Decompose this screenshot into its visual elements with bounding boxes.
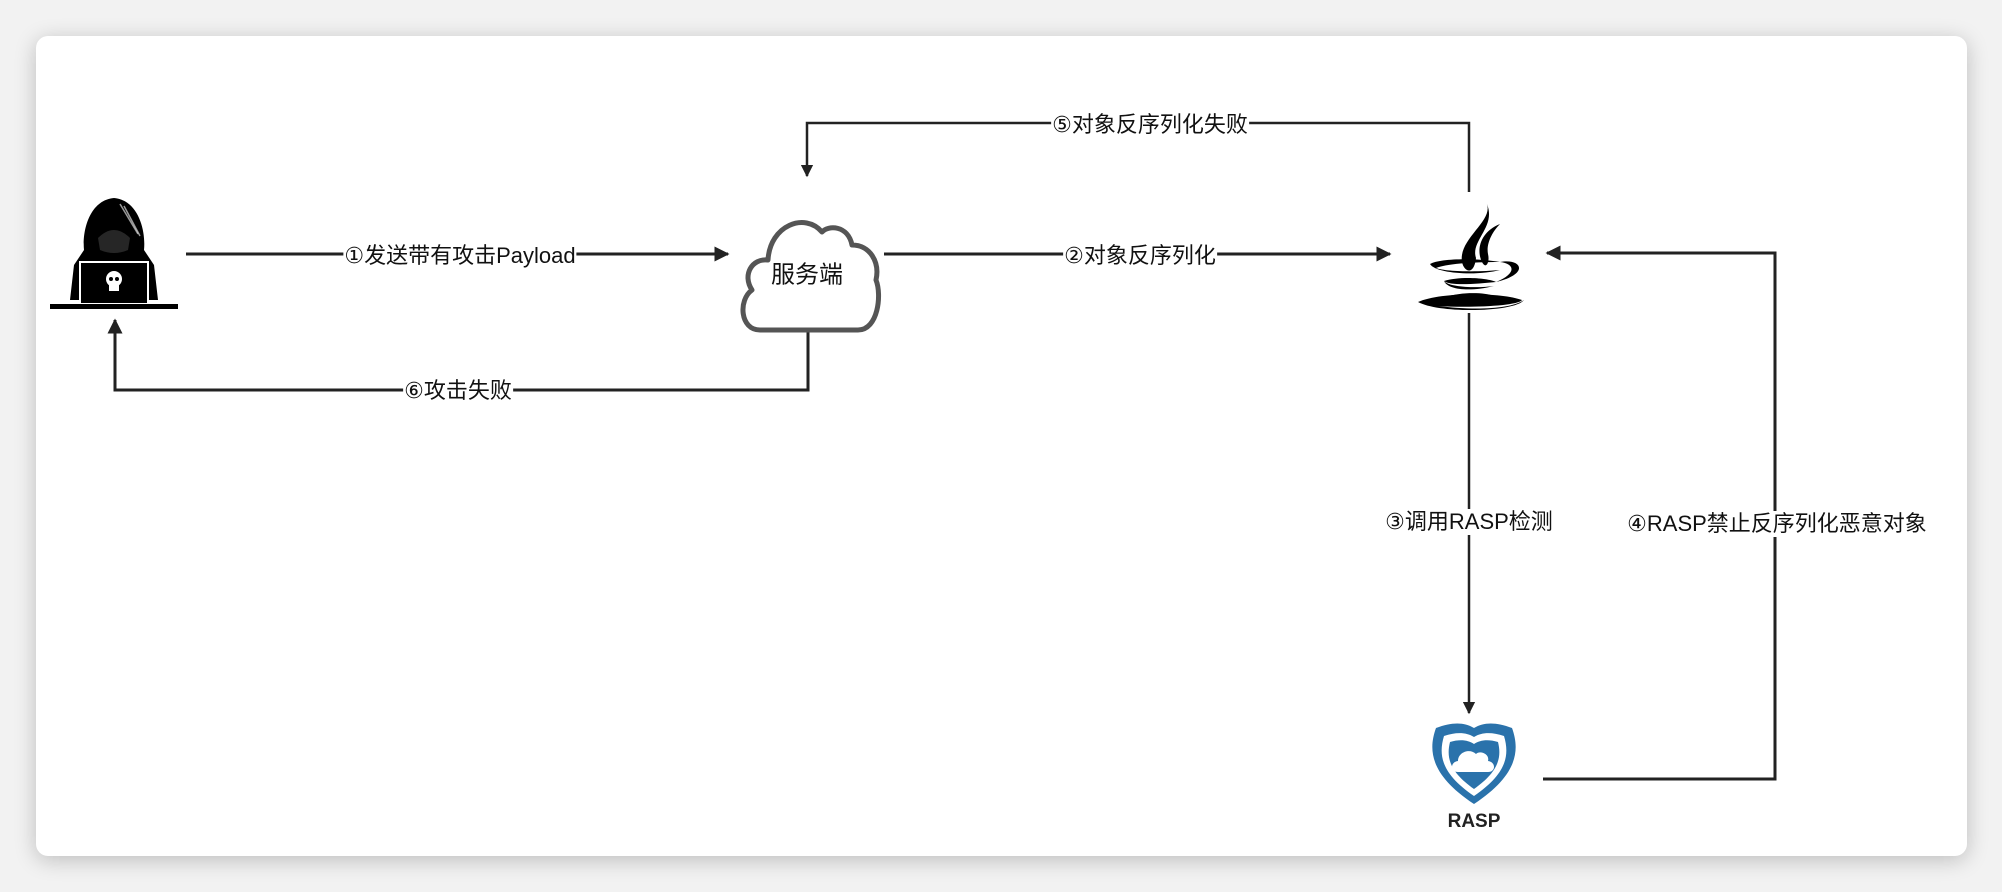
cloud-icon: [740, 220, 881, 333]
server-node-label: 服务端: [771, 261, 843, 289]
edge-3-label: ③调用RASP检测: [1384, 509, 1554, 535]
edge-2-label: ②对象反序列化: [1063, 243, 1217, 269]
edge-1-label: ①发送带有攻击Payload: [343, 243, 577, 269]
shield-cloud-icon: [1432, 723, 1516, 804]
rasp-node-label: RASP: [1447, 811, 1501, 832]
diagram-canvas: [36, 36, 1967, 856]
edge-4-label: ④RASP禁止反序列化恶意对象: [1626, 511, 1928, 537]
hacker-icon: [50, 198, 178, 309]
edge-6-label: ⑥攻击失败: [403, 378, 513, 404]
edge-5-label: ⑤对象反序列化失败: [1051, 112, 1249, 138]
java-icon: [1418, 202, 1524, 311]
